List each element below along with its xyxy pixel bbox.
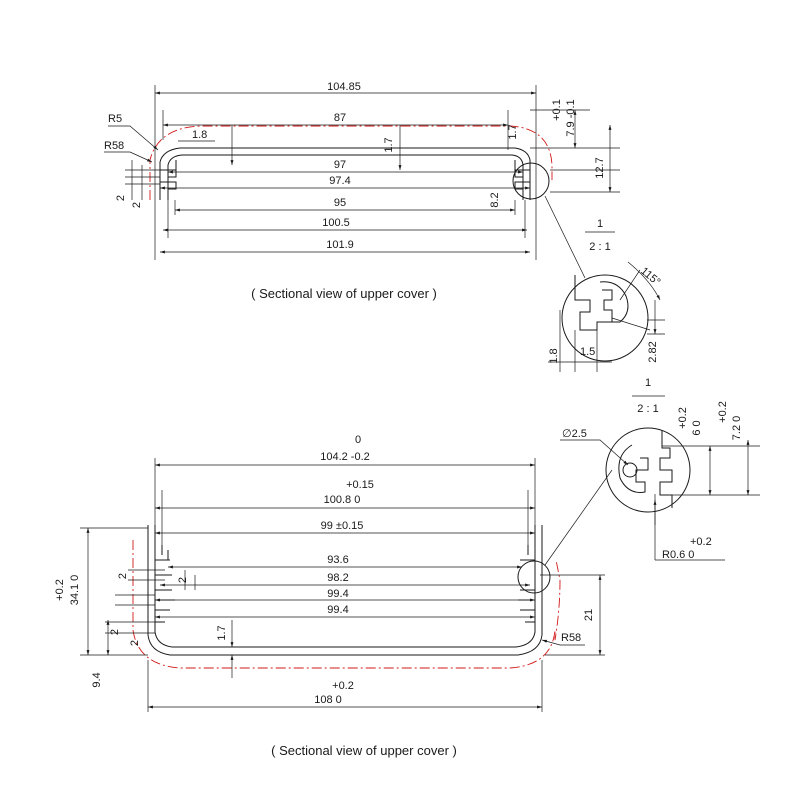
bottom-dim-93-6: 93.6 bbox=[327, 554, 348, 566]
bottom-detail-h7-2-tol: +0.2 bbox=[717, 401, 729, 423]
top-dim-87: 87 bbox=[334, 112, 346, 124]
bottom-detail-scale-num: 1 bbox=[645, 377, 651, 389]
bottom-dim-34-1: 34.1 0 bbox=[69, 575, 81, 606]
bottom-dim-2-c: 2 bbox=[109, 629, 121, 635]
bottom-dim-r58: R58 bbox=[561, 632, 581, 644]
bottom-left-fins bbox=[155, 545, 175, 623]
top-detail-circle bbox=[512, 162, 550, 200]
bottom-dim-100-8-tol: +0.15 bbox=[346, 479, 374, 491]
top-dim-97-4: 97.4 bbox=[329, 175, 350, 187]
top-caption: ( Sectional view of upper cover ) bbox=[251, 286, 437, 301]
bottom-dim-108-tol: +0.2 bbox=[332, 680, 354, 692]
bottom-dim-99-4-b: 99.4 bbox=[327, 604, 348, 616]
top-detail-dim-1-8: 1.8 bbox=[548, 348, 560, 363]
bottom-right-fins bbox=[518, 545, 535, 623]
bottom-dim-2-d: 2 bbox=[129, 640, 141, 646]
top-dim-104-85: 104.85 bbox=[327, 81, 361, 93]
top-dim-8-2: 8.2 bbox=[489, 192, 501, 207]
bottom-dim-98-2: 98.2 bbox=[327, 572, 348, 584]
top-dim-r58: R58 bbox=[104, 140, 124, 152]
bottom-dim-104-2-tol: 0 bbox=[355, 434, 361, 446]
bottom-detail-h6: 6 0 bbox=[691, 420, 703, 435]
top-detail-circle-large bbox=[561, 274, 649, 362]
top-dim-tol-plus: +0.1 bbox=[551, 99, 563, 121]
top-dim-12-7: 12.7 bbox=[594, 157, 606, 178]
top-dim-1-8: 1.8 bbox=[192, 129, 207, 141]
top-dim-95: 95 bbox=[334, 197, 346, 209]
bottom-detail-r0-6: R0.6 0 bbox=[662, 549, 694, 561]
top-dim-1-7-b: 1.7 bbox=[507, 124, 519, 139]
top-detail-scale-num: 1 bbox=[597, 218, 603, 230]
top-detail-scale-den: 2 : 1 bbox=[589, 241, 610, 253]
bottom-detail-scale-den: 2 : 1 bbox=[637, 403, 658, 415]
bottom-detail-circle-large bbox=[605, 427, 691, 513]
top-dim-97: 97 bbox=[334, 159, 346, 171]
bottom-dim-100-8: 100.8 0 bbox=[324, 494, 361, 506]
top-dim-7-9: 7.9 -0.1 bbox=[565, 99, 577, 136]
bottom-dim-9-4: 9.4 bbox=[91, 672, 103, 687]
bottom-dim-2-a: 2 bbox=[117, 573, 129, 579]
top-dim-2-b: 2 bbox=[131, 202, 143, 208]
top-dim-101-9: 101.9 bbox=[326, 239, 354, 251]
top-dim-1-7-a: 1.7 bbox=[383, 137, 395, 152]
top-detail-dim-1-5: 1.5 bbox=[580, 346, 595, 358]
bottom-dim-2-b: 2 bbox=[177, 577, 189, 583]
top-detail-view: 1 2 : 1 115° 1.8 1.5 2.82 bbox=[544, 195, 665, 372]
top-section-view: 104.85 87 1.8 1.7 1.7 97 97.4 95 8.2 100… bbox=[104, 81, 620, 301]
bottom-dim-99-4-a: 99.4 bbox=[327, 588, 348, 600]
bottom-dim-104-2: 104.2 -0.2 bbox=[320, 451, 370, 463]
bottom-caption: ( Sectional view of upper cover ) bbox=[271, 743, 457, 758]
bottom-detail-h6-tol: +0.2 bbox=[677, 407, 689, 429]
top-outer-profile bbox=[159, 147, 531, 200]
bottom-outer-profile bbox=[147, 525, 543, 656]
bottom-dim-99: 99 ±0.15 bbox=[321, 520, 364, 532]
top-centerline-outline bbox=[149, 125, 553, 200]
bottom-detail-circle bbox=[517, 560, 551, 594]
bottom-dim-21: 21 bbox=[583, 609, 595, 621]
bottom-section-view: 0 104.2 -0.2 +0.15 100.8 0 99 ±0.15 93.6… bbox=[54, 434, 605, 758]
bottom-detail-phi: ∅2.5 bbox=[562, 428, 587, 440]
bottom-dim-34-1-tol: +0.2 bbox=[54, 579, 66, 601]
top-dim-100-5: 100.5 bbox=[322, 217, 350, 229]
bottom-detail-view: 1 2 : 1 ∅2.5 +0.2 6 0 +0.2 7.2 0 +0.2 R0… bbox=[544, 377, 760, 566]
top-dim-2-a: 2 bbox=[115, 195, 127, 201]
top-dim-r5: R5 bbox=[108, 113, 122, 125]
bottom-detail-r0-6-tol: +0.2 bbox=[690, 536, 712, 548]
bottom-detail-h7-2: 7.2 0 bbox=[731, 416, 743, 440]
bottom-dim-108: 108 0 bbox=[314, 694, 342, 706]
bottom-dim-1-7: 1.7 bbox=[216, 625, 228, 640]
top-detail-dim-2-82: 2.82 bbox=[647, 341, 659, 362]
